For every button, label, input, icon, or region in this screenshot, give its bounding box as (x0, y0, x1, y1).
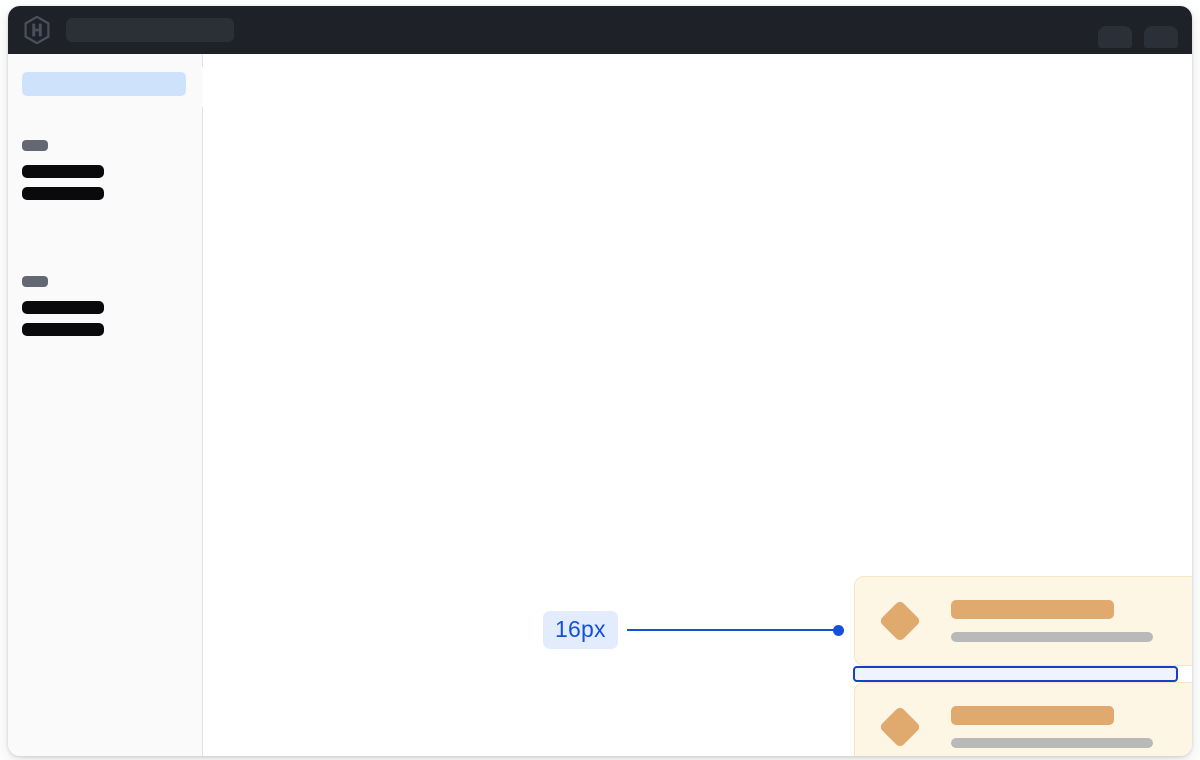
main-canvas: 16px (203, 54, 1192, 756)
sidebar-group-two (8, 276, 202, 336)
sidebar-group-heading (22, 140, 48, 151)
measurement-value-label: 16px (543, 611, 618, 649)
measured-gap-highlight (853, 666, 1178, 682)
entity-card[interactable] (854, 576, 1192, 666)
entity-card-text (951, 706, 1192, 748)
entity-card-list (853, 576, 1192, 756)
sidebar-item[interactable] (22, 323, 104, 336)
entity-card-subtitle (951, 632, 1153, 642)
user-menu-button[interactable] (1144, 26, 1178, 48)
entity-card-subtitle (951, 738, 1153, 748)
diamond-icon (878, 705, 922, 749)
sidebar-group-one (8, 140, 202, 200)
entity-card-text (951, 600, 1192, 642)
hashicorp-hexagon-logo-icon[interactable] (24, 16, 50, 44)
entity-card-title (951, 600, 1114, 619)
measurement-connector-line (626, 629, 834, 631)
sidebar-group-heading (22, 276, 48, 287)
sidebar-item-active[interactable] (22, 72, 186, 96)
diamond-icon (878, 599, 922, 643)
help-menu-button[interactable] (1098, 26, 1132, 48)
app-body: 16px (8, 54, 1192, 756)
measurement-annotation: 16px (543, 611, 844, 649)
entity-card-title (951, 706, 1114, 725)
top-navigation-bar (8, 6, 1192, 54)
sidebar (8, 54, 217, 756)
topbar-actions (1098, 6, 1178, 54)
app-window: 16px (8, 6, 1192, 756)
sidebar-item[interactable] (22, 165, 104, 178)
global-search-input[interactable] (66, 18, 234, 42)
sidebar-item[interactable] (22, 301, 104, 314)
measurement-endpoint-dot (832, 624, 844, 636)
sidebar-item[interactable] (22, 187, 104, 200)
entity-card[interactable] (854, 682, 1192, 756)
